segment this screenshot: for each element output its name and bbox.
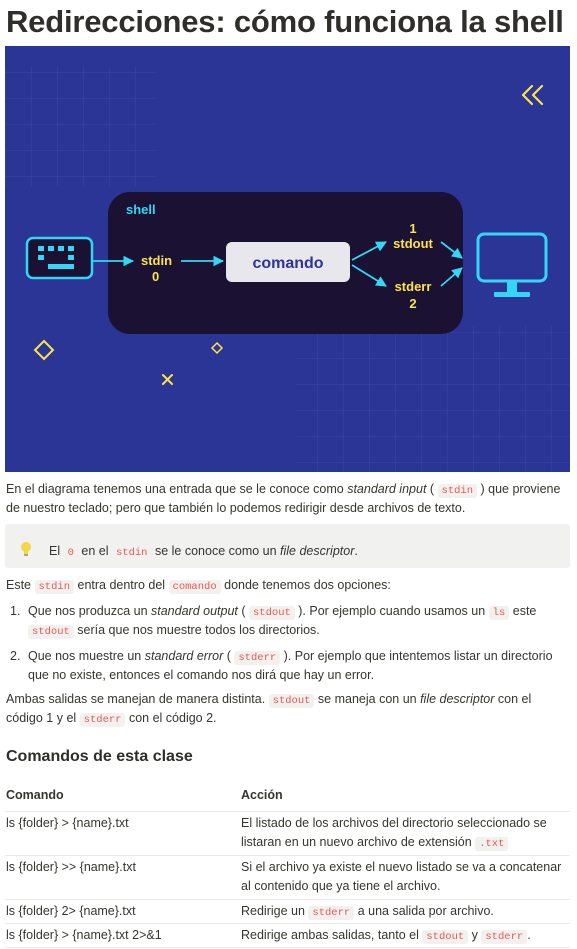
text: se maneja con un: [314, 692, 421, 706]
text: y: [468, 927, 482, 942]
chevrons-left-icon: [521, 84, 544, 106]
command-to-stderr-arrow: [351, 264, 387, 287]
emphasis: file descriptor: [280, 544, 355, 559]
commands-table: Comando Acción ls {folder} > {name}.txt …: [5, 784, 570, 949]
inline-code: stdout: [268, 694, 315, 708]
stdout-to-monitor-arrow: [440, 241, 463, 259]
text: entra dentro del: [74, 578, 169, 592]
intro-paragraph: En el diagrama tenemos una entrada que s…: [6, 480, 568, 519]
section-heading: Comandos de esta clase: [6, 748, 193, 765]
page-title: Redirecciones: cómo funciona la shell: [6, 4, 564, 39]
text: con el código 2.: [125, 711, 217, 726]
list-number: 2.: [10, 649, 21, 663]
text: En el diagrama tenemos una entrada que s…: [6, 482, 348, 496]
inline-code: stdin: [437, 484, 478, 498]
inline-code: stderr: [308, 905, 355, 920]
text: ). Por ejemplo que intentemos listar un …: [28, 649, 553, 683]
text: en el: [77, 544, 112, 559]
list-item: 2. Que nos muestre un standard error ( s…: [10, 647, 565, 686]
emphasis: standard error: [144, 649, 224, 663]
text: este: [509, 604, 537, 618]
table-cell-action: Si el archivo ya existe el nuevo listado…: [241, 859, 562, 894]
inline-code: .txt: [475, 837, 509, 852]
table-row: ls {folder} > {name}.txt El listado de l…: [5, 812, 570, 856]
command-box: [226, 242, 350, 282]
table-cell-command: ls {folder} > {name}.txt: [6, 816, 129, 830]
table-header-cell: Acción: [241, 788, 283, 802]
text: (: [426, 482, 438, 496]
lightbulb-icon: [19, 541, 39, 563]
inline-code: stderr: [234, 651, 281, 665]
text: se le conoce como un: [151, 544, 281, 559]
table-cell-action: Redirige ambas salidas, tanto el stdout …: [240, 924, 570, 947]
command-label: comando: [252, 255, 323, 272]
list-item: 1. Que nos produzca un standard output (…: [10, 602, 565, 641]
text: Ambas salidas se manejan de manera disti…: [6, 692, 269, 706]
stderr-number: 2: [409, 296, 416, 311]
stdin-label: stdin: [141, 253, 172, 268]
inline-code: 0: [63, 546, 78, 561]
monitor-icon: [476, 232, 548, 297]
table-header-cell: Comando: [6, 788, 64, 802]
list-number: 1.: [10, 604, 21, 618]
shell-label: shell: [126, 202, 156, 217]
grid-pattern-top-left: [5, 66, 155, 186]
x-mark-icon: [162, 374, 173, 385]
stderr-to-monitor-arrow: [440, 267, 463, 287]
table-header-row: Comando Acción: [5, 784, 570, 812]
text: sería que nos muestre todos los director…: [73, 623, 320, 638]
text: ). Por ejemplo cuando usamos un: [294, 604, 489, 618]
text: El listado de los archivos del directori…: [241, 816, 547, 850]
text: Que nos produzca un: [28, 604, 151, 618]
options-paragraph: Este stdin entra dentro del comando dond…: [6, 576, 568, 595]
table-cell-command: ls {folder} > {name}.txt 2>&1: [6, 927, 162, 942]
text: (: [223, 649, 235, 663]
inline-code: stdout: [248, 606, 295, 620]
inline-code: ls: [488, 606, 510, 620]
inline-code: stdout: [422, 929, 469, 944]
text: Este: [6, 578, 35, 592]
text: (: [237, 604, 249, 618]
table-cell-action: Redirige un stderr a una salida por arch…: [240, 900, 570, 923]
text: Que nos muestre un: [28, 649, 145, 663]
text: a una salida por archivo.: [354, 903, 494, 918]
callout-note: El 0 en el stdin se le conoce como un fi…: [5, 524, 570, 568]
diamond-icon: [33, 339, 55, 361]
command-to-stdout-arrow: [351, 241, 387, 261]
table-row: ls {folder} 2> {name}.txt Redirige un st…: [5, 900, 570, 924]
inline-code: stdin: [34, 580, 75, 594]
table-row: ls {folder} > {name}.txt 2>&1 Redirige a…: [5, 924, 570, 949]
text: .: [354, 544, 358, 559]
keyboard-icon: [25, 236, 94, 280]
emphasis: standard output: [151, 604, 238, 618]
text: donde tenemos dos opciones:: [220, 578, 391, 592]
table-cell-action: El listado de los archivos del directori…: [240, 812, 570, 855]
inline-code: stdout: [28, 625, 74, 640]
table-cell-command: ls {folder} >> {name}.txt: [6, 859, 136, 874]
text: ) que proviene de nuestro teclado; pero …: [6, 482, 561, 516]
small-diamond-icon: [210, 341, 224, 355]
text: .: [527, 927, 531, 942]
table-cell-command: ls {folder} 2> {name}.txt: [6, 903, 136, 918]
stderr-label: stderr: [395, 279, 432, 294]
stdout-number: 1: [409, 221, 416, 236]
redirection-diagram: shell stdin 0 comando 1: [5, 46, 570, 472]
stdin-number: 0: [152, 269, 159, 284]
inline-code: comando: [168, 580, 221, 594]
outputs-paragraph: Ambas salidas se manejan de manera disti…: [6, 690, 568, 729]
inline-code: stderr: [481, 929, 528, 944]
inline-code: stdin: [111, 546, 152, 561]
stdout-label: stdout: [393, 236, 433, 251]
inline-code: stderr: [79, 713, 126, 728]
emphasis: file descriptor: [420, 692, 495, 706]
grid-pattern-bottom-right: [295, 326, 570, 472]
text: El: [49, 544, 64, 559]
text: con el código 1 y el: [6, 692, 532, 726]
text: Redirige ambas salidas, tanto el: [241, 927, 423, 942]
text: Redirige un: [241, 903, 309, 918]
table-row: ls {folder} >> {name}.txt Si el archivo …: [5, 856, 570, 900]
emphasis: standard input: [347, 482, 427, 496]
